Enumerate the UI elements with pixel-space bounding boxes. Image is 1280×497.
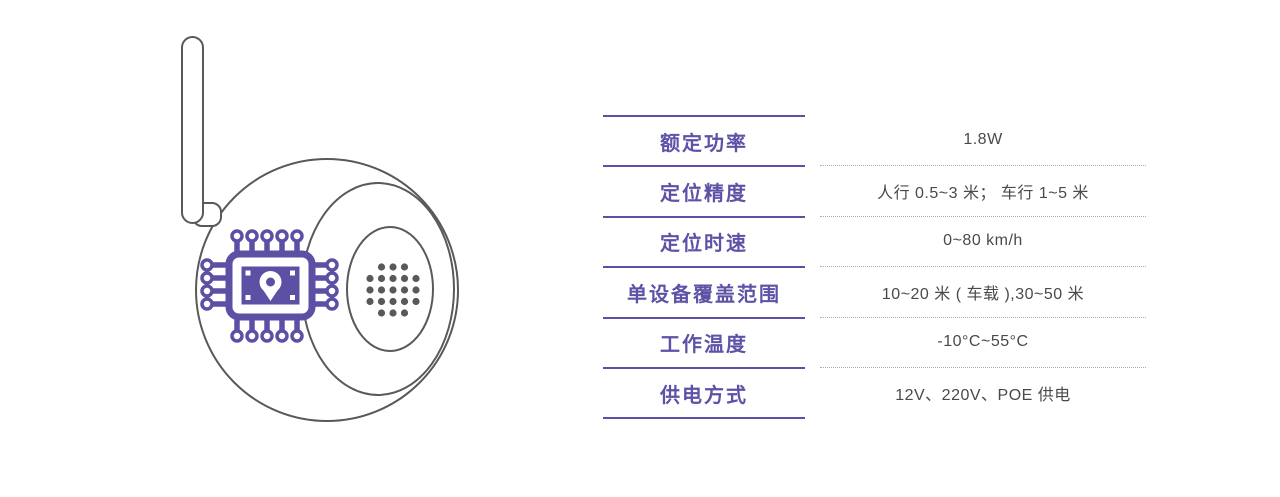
spec-label-cell: 定位时速 xyxy=(603,215,805,266)
device-illustration xyxy=(150,22,476,434)
spec-value-text: 10~20 米 ( 车载 ),30~50 米 xyxy=(881,285,1085,303)
spec-table-bottom-rule xyxy=(603,417,805,420)
spec-value-text: -10°C~55°C xyxy=(937,333,1029,351)
spec-label-text: 单设备覆盖范围 xyxy=(627,283,781,306)
spec-label-cell: 额定功率 xyxy=(603,115,805,165)
speaker-grille-icon xyxy=(366,263,420,317)
spec-label-cell: 定位精度 xyxy=(603,165,805,215)
spec-row-power-supply: 供电方式 12V、220V、POE 供电 xyxy=(603,366,1146,417)
spec-row-working-temperature: 工作温度 -10°C~55°C xyxy=(603,316,1146,367)
spec-label-cell: 供电方式 xyxy=(603,366,805,417)
spec-label-text: 定位时速 xyxy=(660,233,748,256)
spec-label-text: 额定功率 xyxy=(660,132,748,155)
antenna-icon xyxy=(181,36,222,227)
spec-value-cell: 0~80 km/h xyxy=(820,215,1146,266)
spec-value-cell: 12V、220V、POE 供电 xyxy=(820,366,1146,417)
spec-label-text: 供电方式 xyxy=(660,384,748,407)
spec-value-cell: -10°C~55°C xyxy=(820,316,1146,367)
spec-value-text: 12V、220V、POE 供电 xyxy=(895,386,1071,404)
spec-value-text: 1.8W xyxy=(963,131,1003,149)
spec-row-positioning-speed: 定位时速 0~80 km/h xyxy=(603,215,1146,266)
spec-row-positioning-accuracy: 定位精度 人行 0.5~3 米； 车行 1~5 米 xyxy=(603,165,1146,215)
location-pin-icon xyxy=(259,271,282,301)
spec-label-text: 定位精度 xyxy=(660,183,748,206)
spec-table: 额定功率 1.8W 定位精度 人行 0.5~3 米； 车行 1~5 米 定位时速… xyxy=(603,115,1146,420)
spec-label-text: 工作温度 xyxy=(660,334,748,357)
device-illustration-svg xyxy=(181,36,459,422)
spec-label-cell: 工作温度 xyxy=(603,316,805,367)
spec-row-rated-power: 额定功率 1.8W xyxy=(603,115,1146,165)
spec-label-cell: 单设备覆盖范围 xyxy=(603,266,805,316)
gps-chip-icon xyxy=(200,229,339,343)
spec-value-cell: 10~20 米 ( 车载 ),30~50 米 xyxy=(820,266,1146,316)
spec-row-coverage-range: 单设备覆盖范围 10~20 米 ( 车载 ),30~50 米 xyxy=(603,266,1146,316)
spec-value-text: 0~80 km/h xyxy=(943,232,1023,250)
spec-value-text: 人行 0.5~3 米； 车行 1~5 米 xyxy=(877,185,1089,203)
spec-value-cell: 1.8W xyxy=(820,115,1146,165)
spec-value-cell: 人行 0.5~3 米； 车行 1~5 米 xyxy=(820,165,1146,215)
